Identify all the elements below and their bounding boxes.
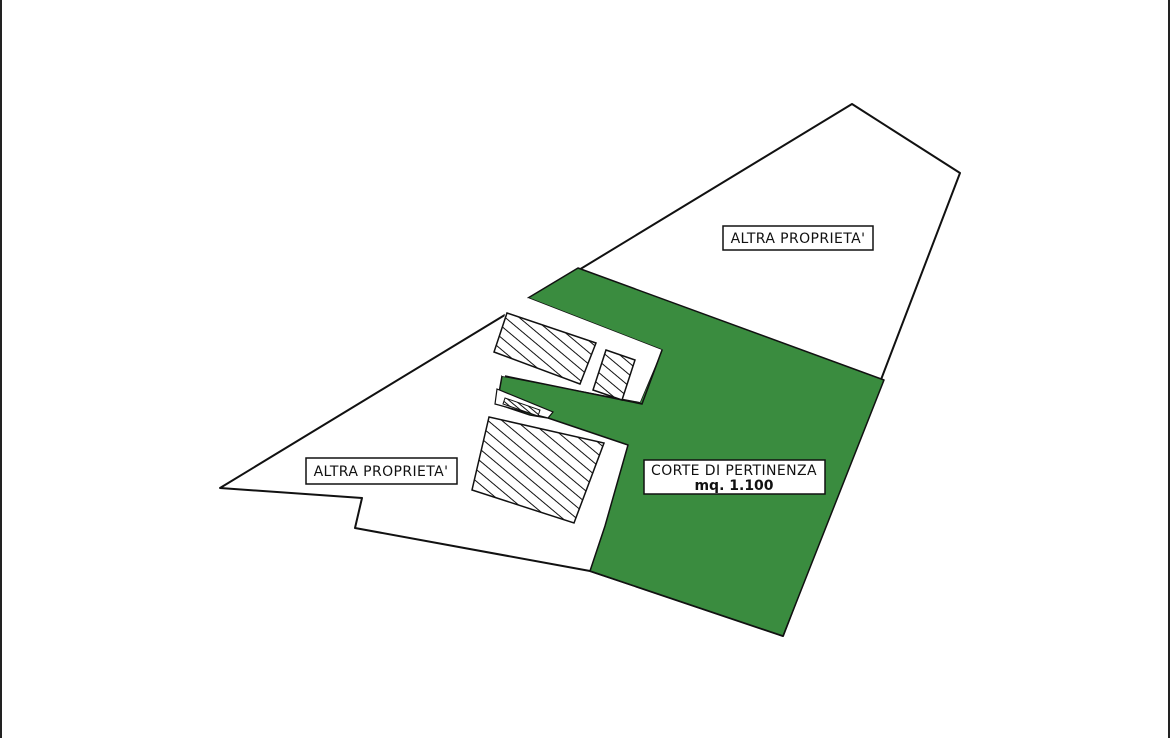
label-courtyard-area: mq. 1.100 — [694, 478, 773, 494]
building-upper-left — [493, 312, 597, 385]
driveway-edge — [504, 349, 663, 405]
building-main — [471, 416, 606, 524]
label-box-left-property — [305, 457, 458, 485]
building-upper-small — [592, 349, 636, 401]
label-box-courtyard — [643, 459, 826, 495]
building-stair — [502, 397, 541, 417]
label-left-property: ALTRA PROPRIETA' — [314, 464, 449, 480]
label-box-top-property — [722, 225, 874, 251]
label-top-property: ALTRA PROPRIETA' — [731, 231, 866, 247]
label-courtyard-title: CORTE DI PERTINENZA — [651, 463, 817, 479]
